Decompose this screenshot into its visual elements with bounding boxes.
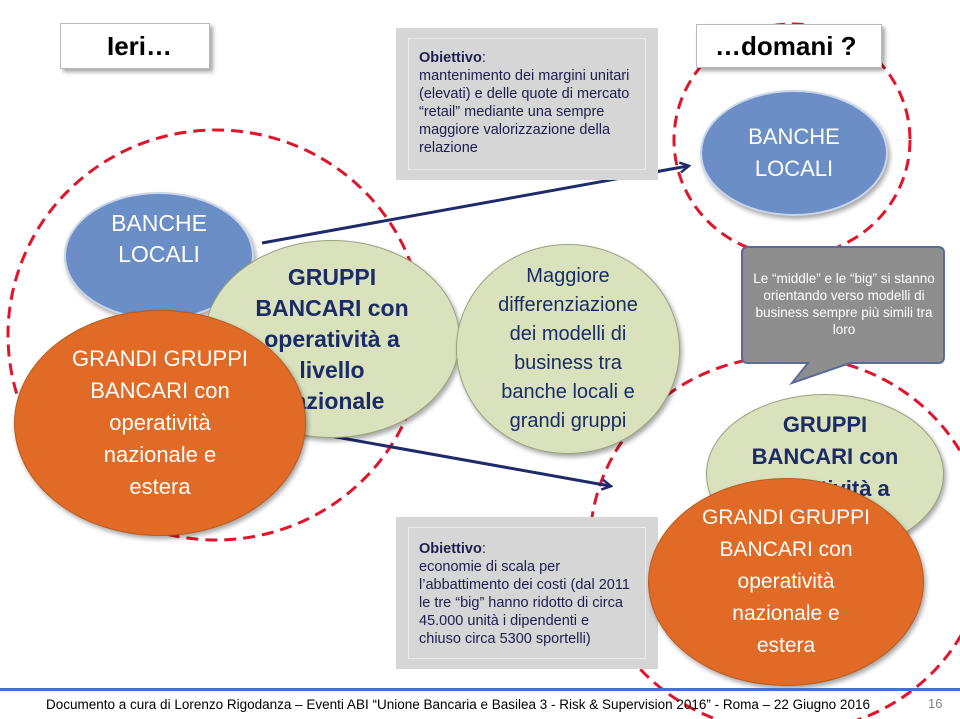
left-gruppi-nazionale-label: GRUPPI BANCARI con operatività a livello… [255, 263, 409, 414]
left-grandi-gruppi-node: GRANDI GRUPPI BANCARI con operatività na… [14, 310, 306, 536]
left-grandi-gruppi-label: GRANDI GRUPPI BANCARI con operatività na… [71, 346, 249, 499]
domani-label: …domani ? [696, 24, 882, 68]
objective-top-box: Obiettivo: mantenimento dei margini unit… [396, 28, 658, 180]
objective-bottom-text: economie di scala per l’abbattimento dei… [419, 559, 630, 647]
callout-text: Le “middle” e le “big” si stanno orienta… [753, 271, 935, 337]
callout-bubble [741, 246, 945, 385]
domani-text: …domani ? [715, 30, 857, 61]
page-number: 16 [928, 696, 943, 711]
right-grandi-gruppi-node: GRANDI GRUPPI BANCARI con operatività na… [648, 478, 924, 686]
objective-bottom-box: Obiettivo: economie di scala per l’abbat… [396, 517, 658, 669]
middle-differenziazione-node: Maggiore differenziazione dei modelli di… [456, 244, 680, 454]
left-banche-locali-node: BANCHE LOCALI [64, 192, 254, 320]
ieri-text: Ieri… [107, 30, 173, 61]
left-banche-locali-label: BANCHE LOCALI [111, 210, 207, 267]
objective-bottom-title: Obiettivo [419, 541, 482, 557]
middle-differenziazione-label: Maggiore differenziazione dei modelli di… [498, 265, 638, 432]
footer: Documento a cura di Lorenzo Rigodanza – … [0, 688, 960, 719]
footer-text: Documento a cura di Lorenzo Rigodanza – … [46, 697, 870, 712]
right-banche-locali-label: BANCHE LOCALI [748, 124, 840, 181]
right-banche-locali-node: BANCHE LOCALI [700, 90, 888, 216]
objective-top-text: mantenimento dei margini unitari (elevat… [419, 68, 630, 156]
right-grandi-gruppi-label: GRANDI GRUPPI BANCARI con operatività na… [701, 506, 871, 657]
objective-top-title: Obiettivo [419, 50, 482, 66]
callout-text-box: Le “middle” e le “big” si stanno orienta… [750, 270, 938, 354]
ieri-label: Ieri… [60, 23, 210, 69]
right-top-dashed-circle [672, 22, 912, 258]
